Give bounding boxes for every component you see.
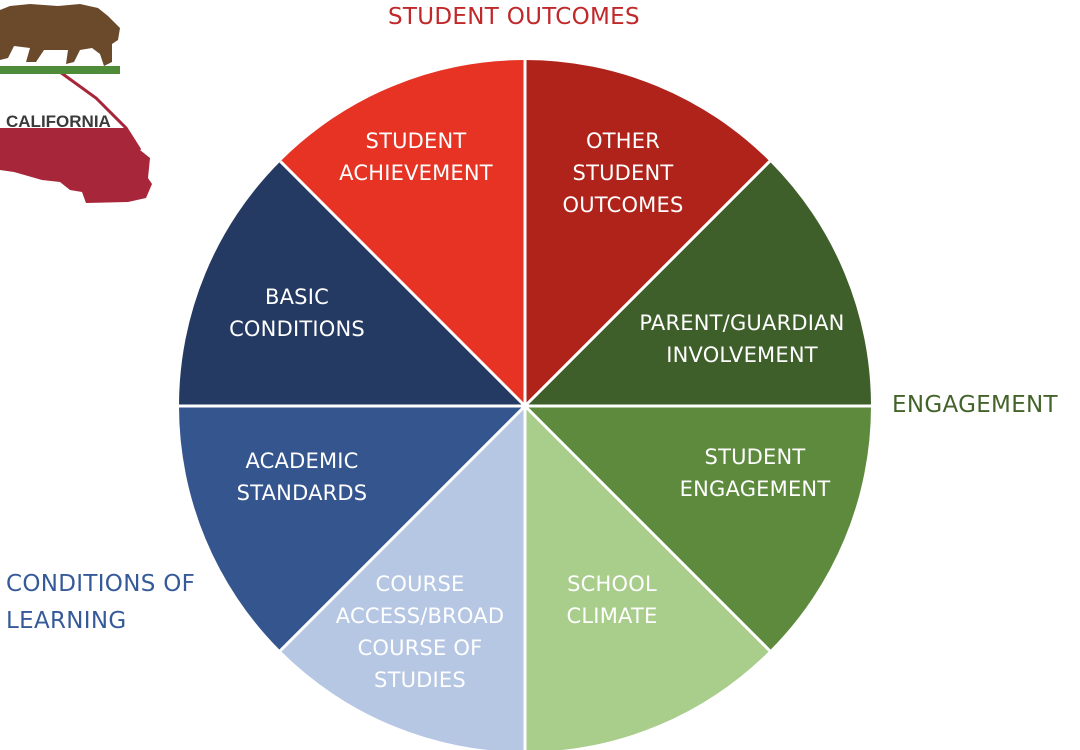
segment-label-line: INVOLVEMENT: [666, 343, 818, 367]
segment-label-line: OUTCOMES: [562, 193, 684, 217]
slice-divider: [279, 404, 527, 652]
label-parent-involvement: PARENT/GUARDIAN INVOLVEMENT: [639, 307, 844, 371]
slice-student-achievement: [280, 60, 525, 406]
slice-student-engagement: [525, 406, 871, 651]
segment-label-line: OTHER: [585, 129, 661, 153]
segment-label-line: SCHOOL: [567, 572, 657, 596]
label-other-student-outcomes: OTHER STUDENT OUTCOMES: [562, 125, 683, 221]
segment-label-line: STUDENT: [572, 161, 674, 185]
slice-parent-involvement: [525, 161, 871, 406]
segment-label-line: CLIMATE: [566, 604, 658, 628]
slice-basic-conditions: [179, 161, 525, 406]
segment-label-line: COURSE OF: [357, 636, 483, 660]
bear-icon: [0, 4, 120, 66]
slice-school-climate: [525, 406, 770, 750]
slice-divider: [523, 404, 771, 652]
segment-label-line: ENGAGEMENT: [679, 477, 831, 501]
slice-course-access: [280, 406, 525, 750]
group-label-conditions-line-1: CONDITIONS OF: [6, 571, 196, 597]
slice-academic-standards: [178, 406, 525, 651]
segment-label-line: STANDARDS: [236, 481, 368, 505]
segment-label-line: COURSE: [375, 572, 465, 596]
segment-label-line: STUDENT: [704, 445, 806, 469]
segment-label-line: STUDENT: [365, 129, 467, 153]
slice-divider: [523, 160, 771, 408]
slice-other-student-outcomes: [525, 60, 770, 406]
segment-label-line: CONDITIONS: [229, 317, 365, 341]
label-student-achievement: STUDENT ACHIEVEMENT: [339, 125, 493, 189]
segment-label-line: ACCESS/BROAD: [335, 604, 505, 628]
segment-label-line: BASIC: [265, 285, 329, 309]
group-label-conditions-line-2: LEARNING: [6, 608, 127, 634]
california-logo-text: CALIFORNIA: [6, 112, 111, 131]
label-student-engagement: STUDENT ENGAGEMENT: [680, 441, 831, 505]
segment-label-line: ACHIEVEMENT: [339, 161, 493, 185]
label-academic-standards: ACADEMIC STANDARDS: [237, 445, 368, 509]
california-state-outline-icon: [0, 128, 152, 203]
label-basic-conditions: BASIC CONDITIONS: [229, 281, 365, 345]
california-bear-flag-logo: CALIFORNIA: [0, 4, 152, 203]
label-course-access: COURSE ACCESS/BROAD COURSE OF STUDIES: [336, 568, 504, 696]
label-school-climate: SCHOOL CLIMATE: [567, 568, 658, 632]
group-label-conditions-of-learning: CONDITIONS OF LEARNING: [6, 566, 195, 640]
segment-label-line: ACADEMIC: [245, 449, 359, 473]
segment-label-line: PARENT/GUARDIAN: [639, 311, 845, 335]
segment-label-line: STUDIES: [374, 668, 466, 692]
slice-divider: [279, 160, 527, 408]
group-label-engagement: ENGAGEMENT: [892, 392, 1058, 418]
group-label-student-outcomes: STUDENT OUTCOMES: [388, 4, 640, 30]
